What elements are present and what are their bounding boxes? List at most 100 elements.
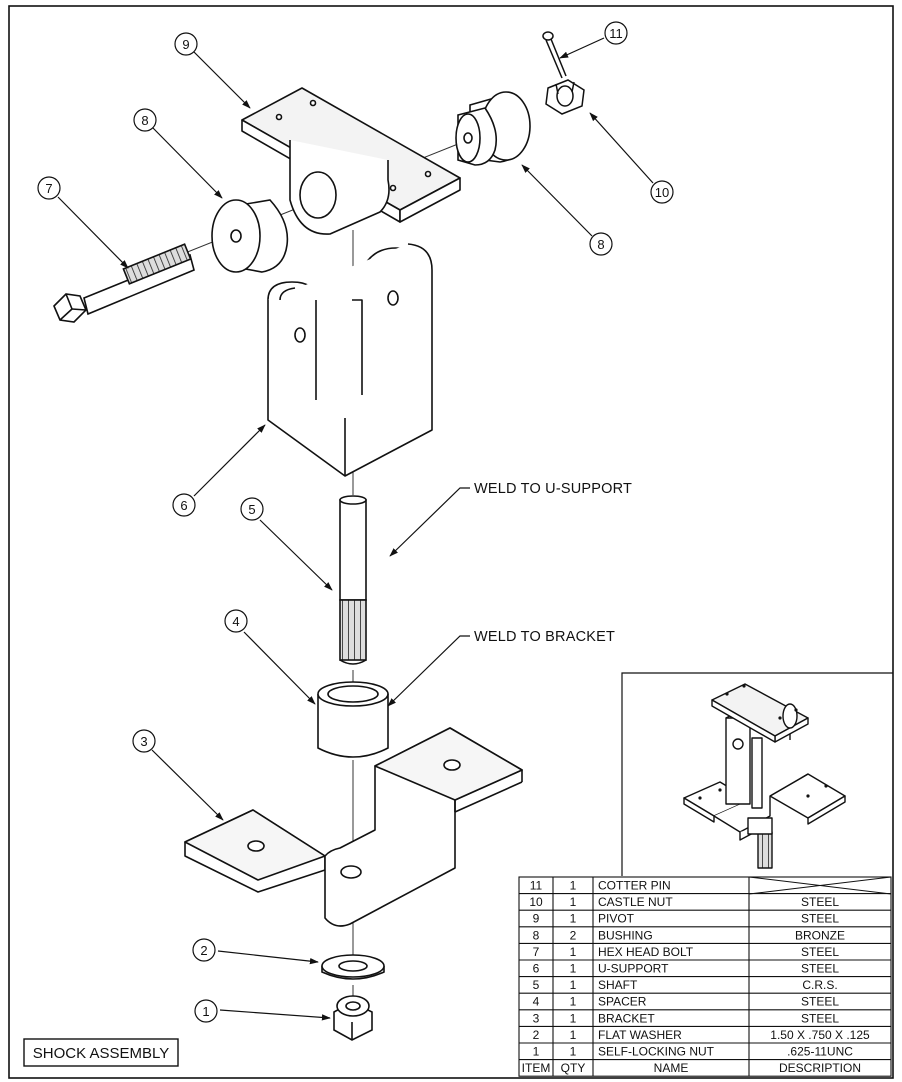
bom-cell-description: STEEL: [801, 1011, 839, 1025]
assembled-inset: [621, 672, 893, 876]
callout-8-left: 8: [141, 113, 148, 128]
bom-cell-item: 10: [529, 895, 543, 909]
cotter-pin-desc-cross-2: [748, 876, 892, 895]
bom-cell-description: STEEL: [801, 995, 839, 1009]
bom-cell-qty: 1: [570, 912, 577, 926]
bom-cell-item: 1: [533, 1045, 540, 1059]
cotter-pin: [542, 31, 567, 79]
bom-row: 8 2 BUSHING BRONZE: [533, 928, 845, 942]
bom-cell-name: SPACER: [598, 995, 647, 1009]
bom-cell-item: 4: [533, 995, 540, 1009]
bom-cell-description: STEEL: [801, 912, 839, 926]
callout-numbers: 9 8 7 11 10 8 6 5 4 3 2 1: [45, 26, 669, 1019]
bom-cell-name: BUSHING: [598, 928, 653, 942]
spacer: [317, 681, 389, 758]
bom-cell-qty: 2: [570, 928, 577, 942]
callout-10: 10: [655, 185, 669, 200]
bom-cell-qty: 1: [570, 1028, 577, 1042]
callout-1: 1: [202, 1004, 209, 1019]
flat-washer: [321, 954, 385, 980]
bushing-right: [455, 91, 531, 166]
callout-5: 5: [248, 502, 255, 517]
callout-circle-4: [224, 609, 248, 633]
bom-cell-item: 9: [533, 912, 540, 926]
bom-cell-description: C.R.S.: [802, 978, 837, 992]
callout-circle-11: [604, 21, 628, 45]
bom-cell-qty: 1: [570, 1045, 577, 1059]
bom-header-qty: QTY: [561, 1061, 586, 1075]
castle-nut: [545, 79, 585, 115]
callout-6: 6: [180, 498, 187, 513]
callout-circle-3: [132, 729, 156, 753]
bom-cell-name: CASTLE NUT: [598, 895, 673, 909]
bom-cell-description: 1.50 X .750 X .125: [770, 1028, 870, 1042]
bom-cell-qty: 1: [570, 895, 577, 909]
bushing-left: [211, 199, 289, 273]
callout-bubbles: [37, 21, 674, 1023]
callout-circle-7: [37, 176, 61, 200]
bom-cell-item: 8: [533, 928, 540, 942]
sheet-border: [8, 5, 894, 1079]
callout-9: 9: [182, 37, 189, 52]
callout-circle-8b: [589, 232, 613, 256]
bom-cell-name: SHAFT: [598, 978, 638, 992]
note-weld-u-support: WELD TO U-SUPPORT: [474, 481, 632, 497]
bom-cell-item: 2: [533, 1028, 540, 1042]
bom-cell-name: BRACKET: [598, 1011, 655, 1025]
callout-2: 2: [200, 943, 207, 958]
bom-header-item: ITEM: [522, 1061, 551, 1075]
bom-cell-name: PIVOT: [598, 912, 635, 926]
bom-cell-item: 7: [533, 945, 540, 959]
callout-3: 3: [140, 734, 147, 749]
inset-frame: [621, 672, 893, 876]
bracket: [184, 727, 523, 927]
bom-cell-qty: 1: [570, 1011, 577, 1025]
hex-head-bolt: [53, 243, 195, 323]
bom-cell-qty: 1: [570, 879, 577, 893]
callout-7: 7: [45, 181, 52, 196]
leader-lines: [57, 37, 654, 1021]
bom-cell-description: STEEL: [801, 962, 839, 976]
title-block-label: SHOCK ASSEMBLY: [33, 1045, 169, 1062]
shaft: [339, 495, 367, 665]
self-locking-nut: [333, 995, 373, 1041]
bom-grid: [518, 876, 892, 1077]
callout-11: 11: [609, 26, 623, 41]
callout-circle-10: [650, 180, 674, 204]
bom-cell-qty: 1: [570, 978, 577, 992]
bom-cell-name: HEX HEAD BOLT: [598, 945, 694, 959]
note-weld-bracket: WELD TO BRACKET: [474, 629, 615, 645]
bom-cell-description: .625-11UNC: [787, 1045, 853, 1059]
callout-circle-9: [174, 32, 198, 56]
bom-cell-qty: 1: [570, 962, 577, 976]
bom-row: 1 1 SELF-LOCKING NUT .625-11UNC: [533, 1045, 854, 1059]
bom-cell-item: 11: [530, 879, 543, 893]
bom-cell-name: COTTER PIN: [598, 879, 671, 893]
bom-header-name: NAME: [654, 1061, 689, 1075]
pivot-part: [241, 87, 461, 235]
callout-4: 4: [232, 614, 239, 629]
callout-circle-1: [194, 999, 218, 1023]
callout-circle-2: [192, 938, 216, 962]
bom-cell-description: STEEL: [801, 945, 839, 959]
callout-circle-6: [172, 493, 196, 517]
callout-circle-5: [240, 497, 264, 521]
bom-row: 9 1 PIVOT STEEL: [533, 912, 840, 926]
bom-cell-description: BRONZE: [795, 928, 845, 942]
bom-cell-name: U-SUPPORT: [598, 962, 669, 976]
bom-cell-name: SELF-LOCKING NUT: [598, 1045, 715, 1059]
bom-cell-item: 6: [533, 962, 540, 976]
u-support: [267, 243, 433, 477]
bom-cell-qty: 1: [570, 995, 577, 1009]
callout-8-right: 8: [597, 237, 604, 252]
callout-circle-8a: [133, 108, 157, 132]
